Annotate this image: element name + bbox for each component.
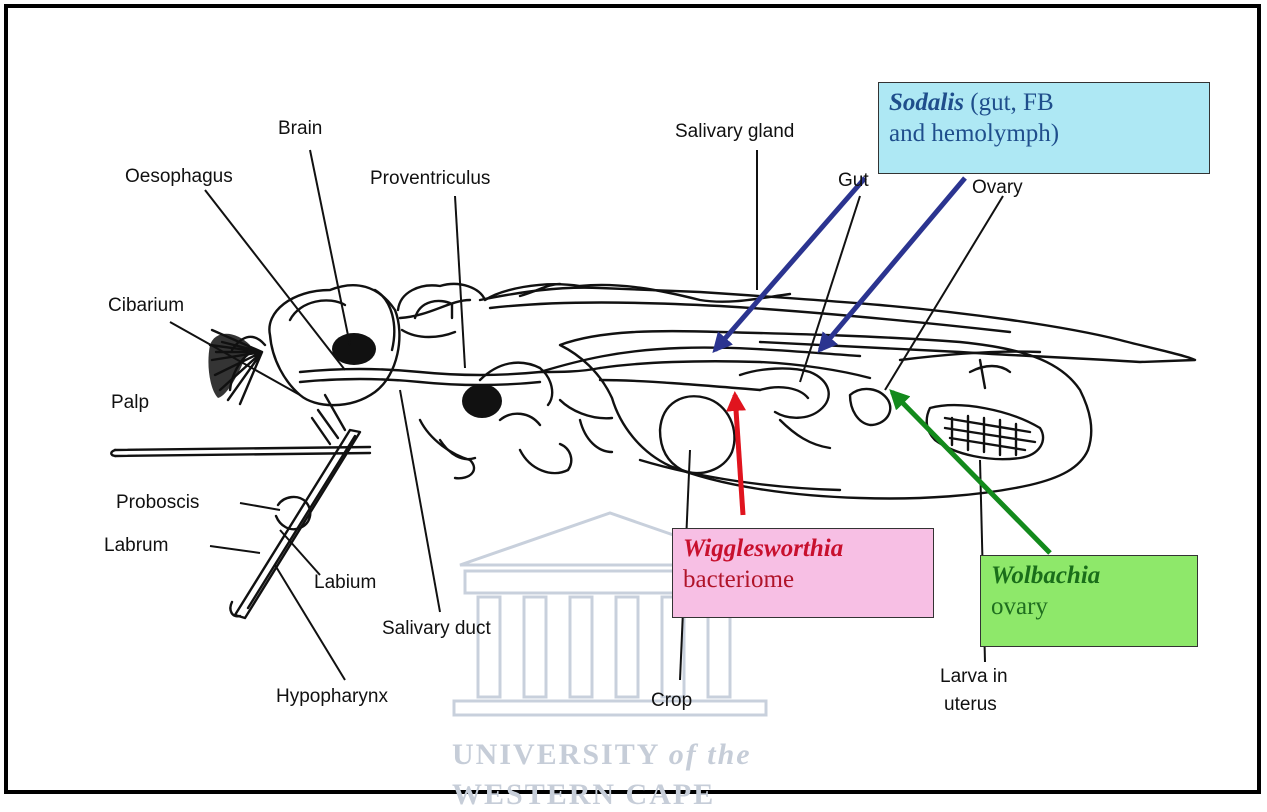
label-uterus: uterus [944,694,997,716]
label-labrum: Labrum [104,535,168,557]
leader-proboscis [240,503,280,510]
leader-cibarium [170,322,300,395]
label-hypopharynx: Hypopharynx [276,686,388,708]
label-gut: Gut [838,170,869,192]
leader-brain [310,150,350,345]
label-oesophagus: Oesophagus [125,166,233,188]
sodalis-callout: Sodalis (gut, FB and hemolymph) [878,82,1210,174]
label-salivary-gland: Salivary gland [675,121,794,143]
sodalis-locations-line2: and hemolymph) [889,120,1059,147]
wigglesworthia-arrow [735,395,743,515]
leader-labrum [210,546,260,553]
wigglesworthia-callout: Wigglesworthia bacteriome [672,528,934,618]
wolbachia-name: Wolbachia [991,562,1100,589]
label-proventriculus: Proventriculus [370,168,490,190]
label-palp: Palp [111,392,149,414]
wolbachia-location: ovary [991,593,1048,620]
label-proboscis: Proboscis [116,492,199,514]
leader-salivary-duct [400,390,440,612]
label-crop: Crop [651,690,692,712]
sodalis-name: Sodalis [889,89,964,116]
label-cibarium: Cibarium [108,295,184,317]
label-larva-in: Larva in [940,666,1008,688]
thoracic-ganglion [462,384,502,418]
label-labium: Labium [314,572,376,594]
leader-ovary [885,196,1003,390]
sodalis-locations-line1: (gut, FB [964,89,1054,116]
wigglesworthia-name: Wigglesworthia [683,535,843,562]
label-brain: Brain [278,118,322,140]
wigglesworthia-location: bacteriome [683,566,794,593]
label-ovary: Ovary [972,177,1023,199]
label-salivary-duct: Salivary duct [382,618,491,640]
wolbachia-callout: Wolbachia ovary [980,555,1198,647]
leader-proventriculus [455,196,465,368]
